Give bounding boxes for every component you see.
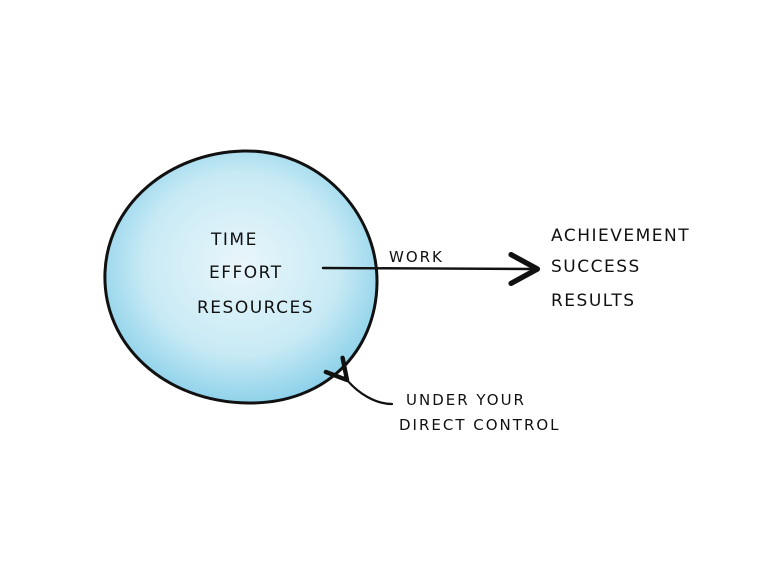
annotation-line-1: UNDER YOUR bbox=[406, 391, 526, 409]
annotation-line-2: DIRECT CONTROL bbox=[399, 416, 561, 434]
outcome-success: SUCCESS bbox=[551, 257, 641, 277]
work-label: WORK bbox=[389, 248, 444, 266]
resources-circle bbox=[103, 149, 379, 405]
work-arrow bbox=[321, 268, 535, 269]
circle-line-time: TIME bbox=[210, 230, 258, 250]
circle-line-effort: EFFORT bbox=[209, 263, 283, 283]
outcome-results: RESULTS bbox=[551, 291, 636, 311]
circle-line-resources: RESOURCES bbox=[197, 298, 314, 318]
outcome-achievement: ACHIEVEMENT bbox=[551, 226, 690, 246]
annotation-arrow bbox=[323, 355, 394, 406]
